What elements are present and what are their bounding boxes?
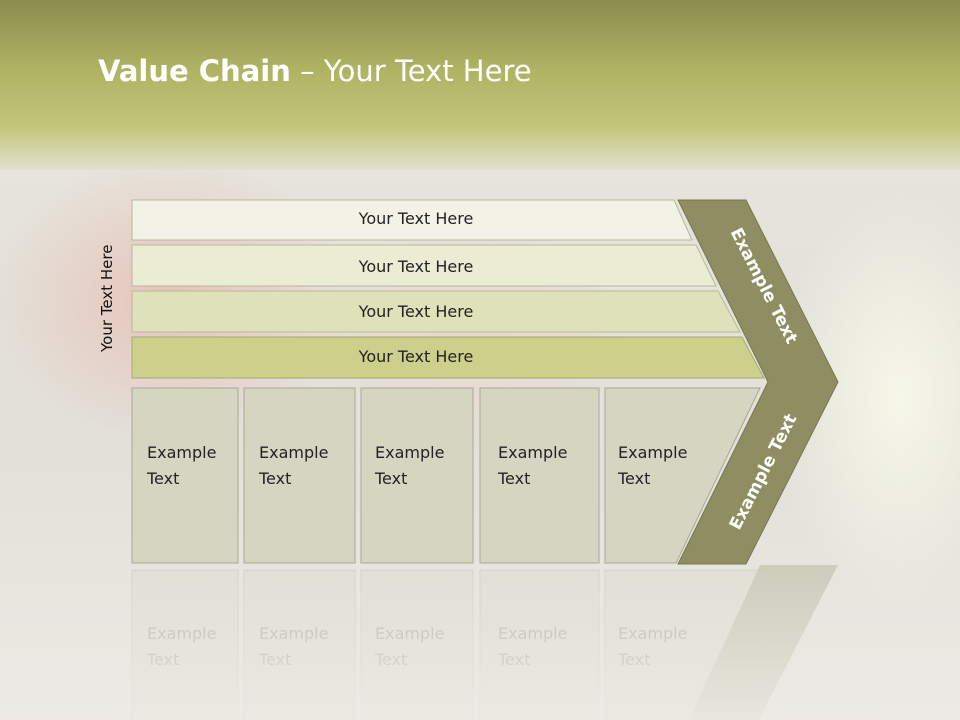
chevron-arrow [677, 199, 839, 565]
header-band [0, 0, 960, 170]
box-label-5-line2: Text [618, 469, 651, 488]
reflection-label-3-line2: Text [375, 650, 408, 669]
box-3 [360, 387, 474, 564]
reflection-label-2-line1: Example [259, 624, 329, 643]
box-label-4-line2: Text [498, 469, 531, 488]
reflection-label-4-line2: Text [498, 650, 531, 669]
box-label-2-line2: Text [259, 469, 292, 488]
bar-label-1: Your Text Here [358, 209, 474, 228]
bar-label-3: Your Text Here [358, 302, 474, 321]
reflection-label-5-line2: Text [618, 650, 651, 669]
box-label-2-line1: Example [259, 443, 329, 462]
box-label-4-line1: Example [498, 443, 568, 462]
box-label-3-line2: Text [375, 469, 408, 488]
reflection-label-3-line1: Example [375, 624, 445, 643]
bar-label-4: Your Text Here [358, 347, 474, 366]
box-4 [479, 387, 600, 564]
bar-label-2: Your Text Here [358, 257, 474, 276]
title-rest: – Your Text Here [290, 54, 532, 88]
reflection-label-2-line2: Text [259, 650, 292, 669]
bar-2 [131, 244, 717, 287]
title-bold: Value Chain [98, 54, 291, 88]
bar-1 [131, 199, 693, 241]
box-label-1-line2: Text [147, 469, 180, 488]
reflection-label-1-line1: Example [147, 624, 217, 643]
reflection-label-4-line1: Example [498, 624, 568, 643]
bar-4 [131, 336, 765, 379]
box-5 [604, 387, 761, 564]
reflection-label-1-line2: Text [147, 650, 180, 669]
box-1 [131, 387, 239, 564]
bar-3 [131, 290, 741, 333]
box-label-5-line1: Example [618, 443, 688, 462]
box-2 [243, 387, 356, 564]
box-label-1-line1: Example [147, 443, 217, 462]
slide-title: Value Chain – Your Text Here [98, 54, 532, 88]
box-label-3-line1: Example [375, 443, 445, 462]
reflection-label-5-line1: Example [618, 624, 688, 643]
